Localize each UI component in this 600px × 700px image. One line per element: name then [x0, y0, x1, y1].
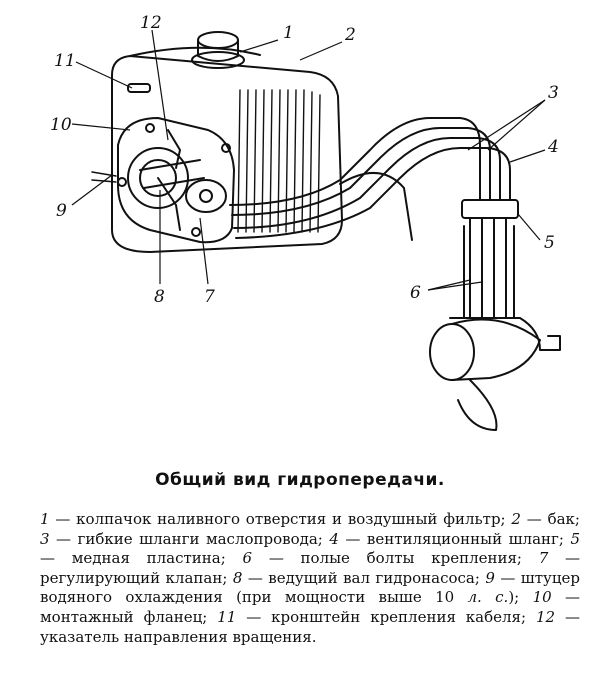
figure-legend: 1 — колпачок наливного отверстия и возду…	[40, 510, 580, 647]
tank-fins	[237, 89, 321, 233]
hollow-bolts	[463, 217, 515, 319]
pump-drive-shaft	[157, 177, 181, 231]
legend-text-9-end: );	[508, 588, 533, 607]
callout-3: 3	[548, 83, 559, 103]
legend-text-5: — медная пластина;	[40, 549, 243, 568]
legend-text-8: — ведущий вал гидронасоса;	[242, 568, 486, 587]
oil-hoses	[229, 117, 511, 239]
mounting-flange	[117, 117, 235, 244]
legend-text-7: — регулирующий клапан;	[40, 549, 580, 587]
legend-text-11: — кронштейн крепления кабеля;	[236, 607, 536, 626]
callout-4: 4	[547, 137, 559, 157]
legend-text-6: — полые болты крепления;	[252, 549, 539, 568]
legend-num-3: 3	[40, 529, 50, 548]
regulating-valve	[185, 179, 227, 213]
callout-5: 5	[544, 233, 555, 253]
cable-bracket	[127, 83, 151, 93]
callout-7: 7	[204, 287, 215, 307]
legend-num-6: 6	[242, 549, 253, 568]
legend-num-12: 12	[535, 607, 556, 626]
leader-lines	[71, 29, 546, 291]
callout-11: 11	[54, 51, 76, 71]
callout-9: 9	[56, 201, 67, 221]
legend-num-1: 1	[40, 510, 50, 528]
legend-num-11: 11	[217, 607, 237, 626]
legend-text-10: — монтажный фланец;	[40, 588, 580, 626]
legend-text-2: — бак;	[520, 510, 580, 528]
legend-text-4: — вентиляционный шланг;	[338, 529, 571, 548]
hydraulic-drive-drawing: 1 2 3 4 5 6 7 8 9 10 11 12	[50, 13, 561, 431]
callout-numbers: 1 2 3 4 5 6 7 8 9 10 11 12	[50, 13, 559, 307]
legend-text-12: — указатель направления вращения.	[40, 607, 580, 646]
callout-12: 12	[140, 13, 162, 33]
filler-cap	[191, 31, 245, 69]
callout-10: 10	[50, 115, 72, 135]
callout-6: 6	[410, 283, 421, 303]
legend-num-2: 2	[511, 510, 521, 528]
legend-num-5: 5	[570, 529, 580, 548]
legend-text-3: — гибкие шланги маслопровода;	[49, 529, 330, 548]
vent-hose	[339, 171, 413, 241]
legend-num-4: 4	[329, 529, 339, 548]
legend-text-9: — штуцер водяного охлаждения (при мощнос…	[40, 568, 581, 607]
callout-2: 2	[344, 25, 356, 45]
rotation-pointer	[167, 129, 181, 169]
legend-num-8: 8	[232, 568, 243, 587]
tank	[111, 55, 343, 253]
callout-8: 8	[154, 287, 165, 307]
callout-1: 1	[283, 23, 294, 43]
lower-unit	[429, 317, 561, 431]
legend-num-9: 9	[485, 568, 495, 587]
copper-plate	[461, 199, 519, 219]
legend-text-1: — колпачок наливного отверстия и воздушн…	[49, 510, 512, 528]
legend-num-10: 10	[532, 588, 552, 607]
figure-title: Общий вид гидропередачи.	[155, 470, 445, 490]
legend-unit-hp: л. с.	[467, 588, 509, 607]
legend-num-7: 7	[538, 549, 549, 568]
